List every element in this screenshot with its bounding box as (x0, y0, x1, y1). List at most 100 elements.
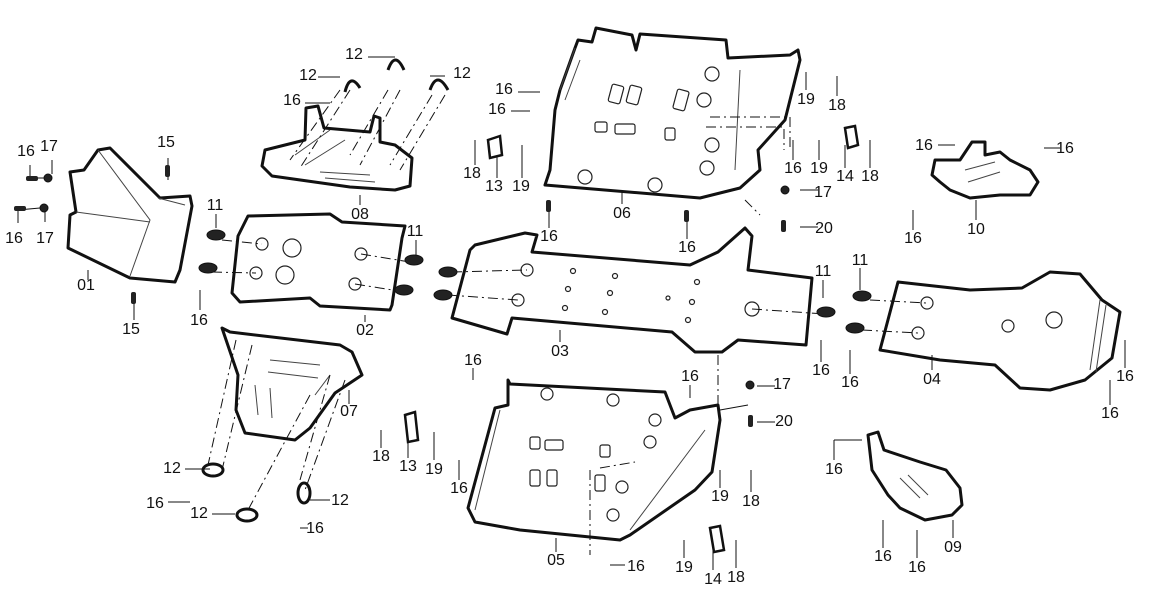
callout-label-16: 16 (874, 548, 892, 565)
part-01-front-left-guard (66, 146, 194, 284)
callout-label-18: 18 (727, 569, 745, 586)
callout-label-18: 18 (463, 165, 481, 182)
part-06-upper-center-guard (543, 26, 802, 200)
callout-label-17: 17 (36, 230, 54, 247)
bolt-icon (14, 206, 26, 211)
callout-label-16: 16 (825, 461, 843, 478)
callout-label-14: 14 (704, 571, 722, 588)
callout-label-12: 12 (331, 492, 349, 509)
callout-label-19: 19 (425, 461, 443, 478)
bracket-icon (403, 410, 420, 444)
callout-label-19: 19 (810, 160, 828, 177)
u-clamp-icon (201, 462, 225, 478)
u-clamp-icon (386, 58, 406, 71)
callout-label-18: 18 (742, 493, 760, 510)
callout-label-17: 17 (773, 376, 791, 393)
bolt-icon (748, 415, 753, 427)
part-08-upper-a-arm-guard (260, 104, 414, 192)
callout-label-13: 13 (485, 178, 503, 195)
nut-icon (43, 173, 53, 183)
grommet-icon (198, 262, 218, 274)
callout-label-16: 16 (450, 480, 468, 497)
callout-label-15: 15 (122, 321, 140, 338)
callout-label-01: 01 (77, 277, 95, 294)
callout-label-16: 16 (841, 374, 859, 391)
callout-label-19: 19 (675, 559, 693, 576)
callout-label-16: 16 (306, 520, 324, 537)
callout-label-15: 15 (157, 134, 175, 151)
callout-label-16: 16 (908, 559, 926, 576)
callout-label-04: 04 (923, 371, 941, 388)
callout-label-16: 16 (146, 495, 164, 512)
part-05-lower-center-guard (466, 378, 722, 542)
callout-label-16: 16 (464, 352, 482, 369)
callout-label-18: 18 (828, 97, 846, 114)
grommet-icon (438, 266, 458, 278)
callout-label-08: 08 (351, 206, 369, 223)
grommet-icon (433, 289, 453, 301)
callout-label-16: 16 (190, 312, 208, 329)
callout-label-11: 11 (852, 252, 869, 269)
callout-label-17: 17 (40, 138, 58, 155)
callout-label-02: 02 (356, 322, 374, 339)
callout-label-13: 13 (399, 458, 417, 475)
callout-label-16: 16 (283, 92, 301, 109)
callout-label-12: 12 (345, 46, 363, 63)
grommet-icon (394, 284, 414, 296)
callout-label-07: 07 (340, 403, 358, 420)
callout-label-06: 06 (613, 205, 631, 222)
callout-label-16: 16 (812, 362, 830, 379)
callout-label-16: 16 (784, 160, 802, 177)
bracket-icon (486, 134, 504, 160)
callout-label-17: 17 (814, 184, 832, 201)
callout-label-11: 11 (207, 197, 224, 214)
bolt-icon (684, 210, 689, 222)
callout-label-14: 14 (836, 168, 854, 185)
grommet-icon (404, 254, 424, 266)
bolt-icon (26, 176, 38, 181)
callout-label-16: 16 (681, 368, 699, 385)
callout-label-16: 16 (1101, 405, 1119, 422)
callout-label-16: 16 (915, 137, 933, 154)
u-clamp-icon (428, 78, 450, 91)
callout-label-11: 11 (815, 263, 832, 280)
callout-label-16: 16 (5, 230, 23, 247)
callout-label-12: 12 (299, 67, 317, 84)
u-clamp-icon (296, 481, 312, 505)
callout-label-16: 16 (627, 558, 645, 575)
callout-label-10: 10 (967, 221, 985, 238)
callout-label-16: 16 (495, 81, 513, 98)
callout-label-11: 11 (407, 223, 424, 240)
callout-label-16: 16 (1116, 368, 1134, 385)
callout-label-16: 16 (540, 228, 558, 245)
callout-label-18: 18 (861, 168, 879, 185)
grommet-icon (206, 229, 226, 241)
callout-label-20: 20 (775, 413, 793, 430)
nut-icon (39, 203, 49, 213)
u-clamp-icon (235, 507, 259, 523)
grommet-icon (816, 306, 836, 318)
callout-label-12: 12 (163, 460, 181, 477)
callout-label-16: 16 (17, 143, 35, 160)
part-09-rear-lower-guard (866, 430, 964, 522)
callout-label-12: 12 (453, 65, 471, 82)
bracket-icon (843, 124, 860, 150)
callout-label-18: 18 (372, 448, 390, 465)
callout-label-19: 19 (512, 178, 530, 195)
callout-label-09: 09 (944, 539, 962, 556)
bolt-icon (781, 220, 786, 232)
bolt-icon (165, 165, 170, 177)
bracket-icon (708, 524, 726, 554)
callout-label-12: 12 (190, 505, 208, 522)
callout-label-16: 16 (488, 101, 506, 118)
callout-label-16: 16 (1056, 140, 1074, 157)
assembly-lines (207, 89, 928, 555)
grommet-icon (845, 322, 865, 334)
callout-label-16: 16 (678, 239, 696, 256)
part-02-front-skid-plate (230, 212, 407, 312)
bolt-icon (546, 200, 551, 212)
u-clamp-icon (343, 79, 362, 93)
part-04-rear-skid-plate (878, 270, 1122, 392)
